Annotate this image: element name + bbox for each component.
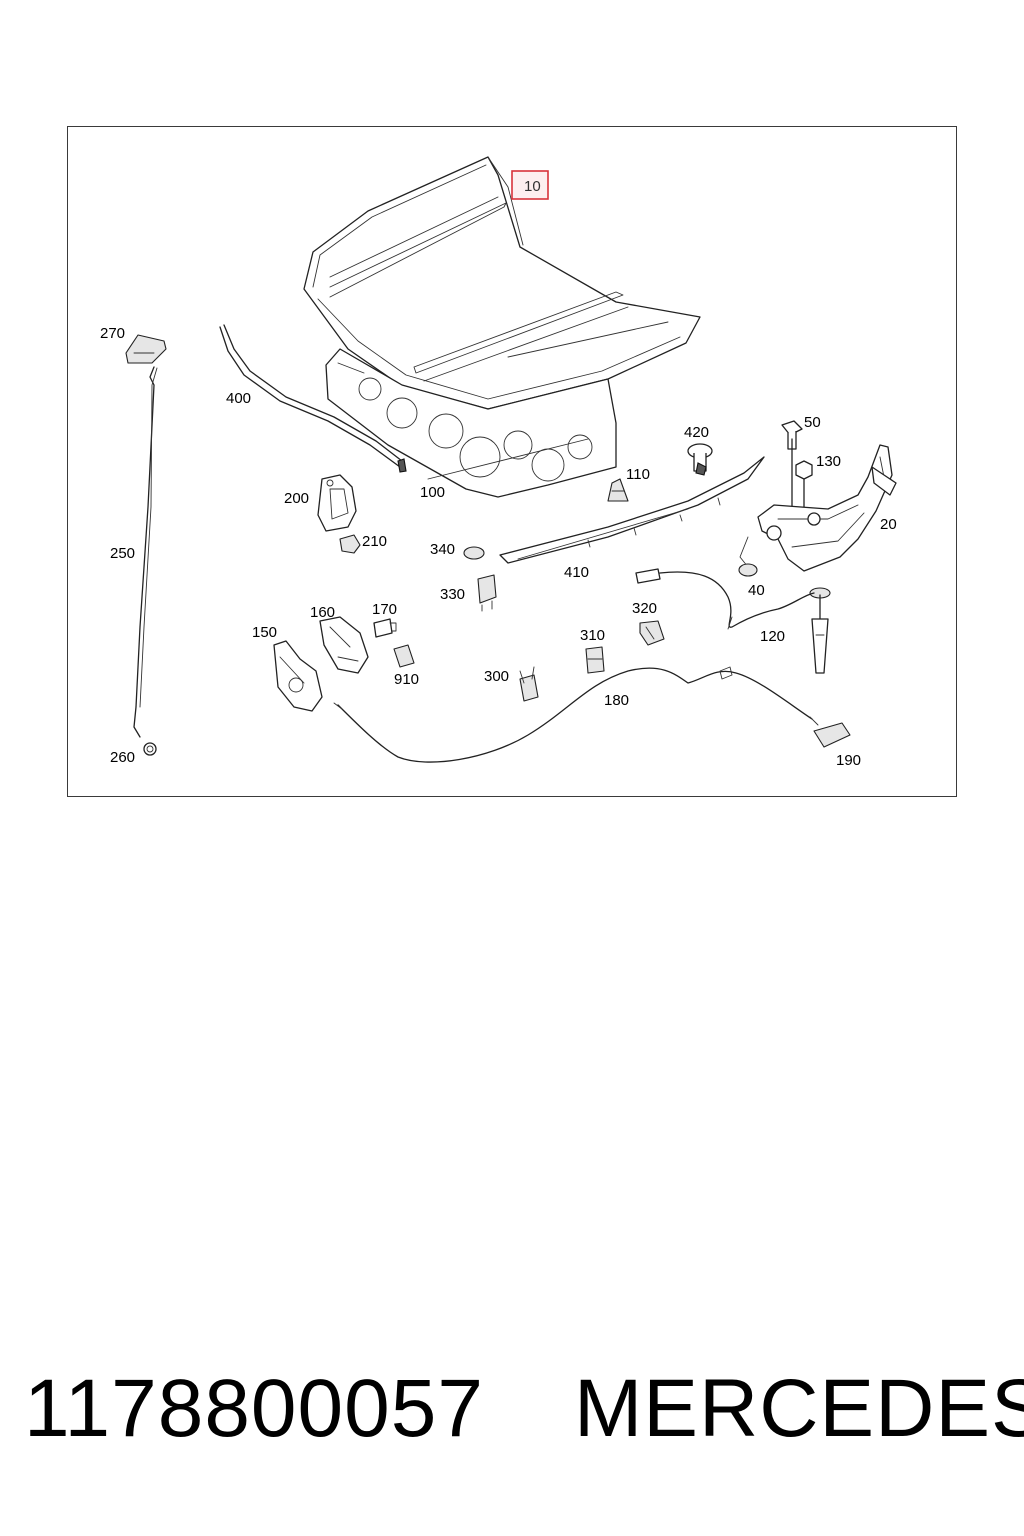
clip-part-420[interactable] — [687, 443, 713, 476]
highlight-box-part-10 — [511, 170, 549, 200]
clip-part-910[interactable] — [393, 644, 415, 668]
label-50[interactable]: 50 — [804, 414, 821, 431]
washer-part-40[interactable] — [738, 536, 758, 577]
washer-part-340[interactable] — [463, 546, 485, 560]
label-910[interactable]: 910 — [394, 671, 419, 688]
label-170[interactable]: 170 — [372, 601, 397, 618]
label-200[interactable]: 200 — [284, 490, 309, 507]
label-210[interactable]: 210 — [362, 533, 387, 550]
label-160[interactable]: 160 — [310, 604, 335, 621]
label-310[interactable]: 310 — [580, 627, 605, 644]
prop-rod-part-250[interactable] — [133, 366, 158, 738]
label-10[interactable]: 10 — [524, 178, 541, 195]
label-250[interactable]: 250 — [110, 545, 135, 562]
buffer-part-110[interactable] — [607, 478, 629, 502]
label-100[interactable]: 100 — [420, 484, 445, 501]
label-330[interactable]: 330 — [440, 586, 465, 603]
label-40[interactable]: 40 — [748, 582, 765, 599]
parts-diagram: 10 20 40 50 100 110 120 130 150 160 170 … — [100, 156, 897, 769]
rod-holder-part-270[interactable] — [125, 334, 167, 364]
gas-strut-part-120[interactable] — [809, 587, 831, 674]
brand-name: MERCEDES — [574, 1363, 1024, 1454]
label-260[interactable]: 260 — [110, 749, 135, 766]
clip-part-310[interactable] — [585, 646, 605, 674]
parts-diagram-frame: 10 20 40 50 100 110 120 130 150 160 170 … — [67, 126, 957, 797]
bracket-part-200[interactable] — [317, 474, 357, 532]
screw-part-170[interactable] — [373, 618, 397, 638]
lock-part-160[interactable] — [319, 616, 369, 674]
hood-inner-part-100[interactable] — [325, 348, 617, 498]
part-number: 1178800057 — [24, 1363, 484, 1454]
label-20[interactable]: 20 — [880, 516, 897, 533]
label-400[interactable]: 400 — [226, 390, 251, 407]
clip-part-320[interactable] — [639, 620, 665, 646]
label-410[interactable]: 410 — [564, 564, 589, 581]
label-320[interactable]: 320 — [632, 600, 657, 617]
seal-part-400[interactable] — [219, 324, 407, 473]
label-120[interactable]: 120 — [760, 628, 785, 645]
grommet-part-260[interactable] — [143, 742, 157, 756]
clip-part-300[interactable] — [519, 666, 539, 702]
label-110[interactable]: 110 — [626, 466, 650, 483]
release-cable-part-180[interactable] — [333, 666, 813, 763]
label-130[interactable]: 130 — [816, 453, 841, 470]
release-handle-part-190[interactable] — [809, 716, 851, 748]
label-270[interactable]: 270 — [100, 325, 125, 342]
hinge-part-20[interactable] — [757, 444, 897, 572]
label-190[interactable]: 190 — [836, 752, 861, 769]
label-180[interactable]: 180 — [604, 692, 629, 709]
label-420[interactable]: 420 — [684, 424, 709, 441]
harness-cable[interactable] — [635, 568, 815, 630]
label-340[interactable]: 340 — [430, 541, 455, 558]
label-150[interactable]: 150 — [252, 624, 277, 641]
latch-part-150[interactable] — [273, 640, 323, 712]
clip-part-210[interactable] — [339, 534, 361, 554]
label-300[interactable]: 300 — [484, 668, 509, 685]
seal-rail-part-410[interactable] — [499, 456, 765, 564]
buffer-part-330[interactable] — [477, 574, 497, 612]
part-labels: 10 20 40 50 100 110 120 130 150 160 170 … — [100, 170, 897, 769]
